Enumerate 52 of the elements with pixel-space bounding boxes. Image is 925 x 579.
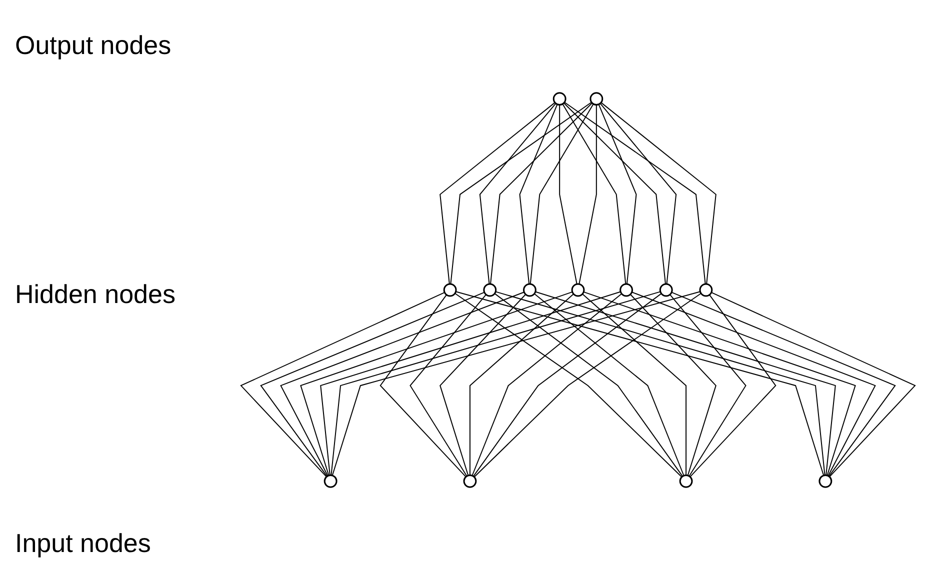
connector: [582, 290, 856, 476]
connector: [409, 294, 486, 476]
connector: [280, 291, 524, 476]
node-circle: [522, 282, 536, 296]
row-label: Hidden nodes: [15, 279, 176, 310]
connector: [518, 103, 558, 284]
connector: [450, 101, 592, 284]
connector: [630, 291, 876, 476]
connector: [533, 292, 684, 476]
row-label: Input nodes: [15, 528, 152, 559]
node-circle: [462, 474, 476, 488]
node-circle: [698, 282, 712, 296]
connector: [598, 103, 636, 284]
node-circle: [552, 92, 566, 106]
connector: [529, 102, 594, 284]
node-circle: [589, 92, 603, 106]
node-circle: [482, 282, 496, 296]
connector: [562, 102, 666, 284]
row-label: Output nodes: [15, 30, 172, 61]
connector: [478, 102, 556, 284]
connector: [629, 293, 716, 476]
node-circle: [570, 282, 584, 296]
connector: [581, 292, 686, 476]
connector: [468, 292, 574, 476]
connector: [710, 291, 916, 477]
node-circle: [658, 282, 672, 296]
connector: [599, 102, 676, 284]
node-circle: [678, 474, 692, 488]
connector: [471, 292, 622, 476]
connector: [668, 294, 746, 476]
connector: [670, 291, 896, 476]
node-circle: [818, 474, 832, 488]
connector: [454, 292, 682, 477]
connector: [472, 292, 662, 476]
connector: [439, 102, 555, 284]
connector: [600, 102, 716, 284]
connector: [260, 291, 484, 476]
connector: [689, 294, 776, 477]
connector: [562, 102, 626, 284]
connector: [300, 290, 572, 476]
node-circle: [442, 282, 456, 296]
connector: [473, 292, 702, 477]
connector: [494, 292, 683, 476]
node-circle: [323, 474, 337, 488]
connector: [439, 293, 526, 476]
connector: [563, 101, 706, 284]
connector: [558, 104, 577, 284]
connector: [379, 294, 466, 477]
connector: [240, 291, 445, 477]
connector: [490, 102, 592, 284]
node-circle: [619, 282, 633, 296]
connector: [578, 104, 596, 284]
